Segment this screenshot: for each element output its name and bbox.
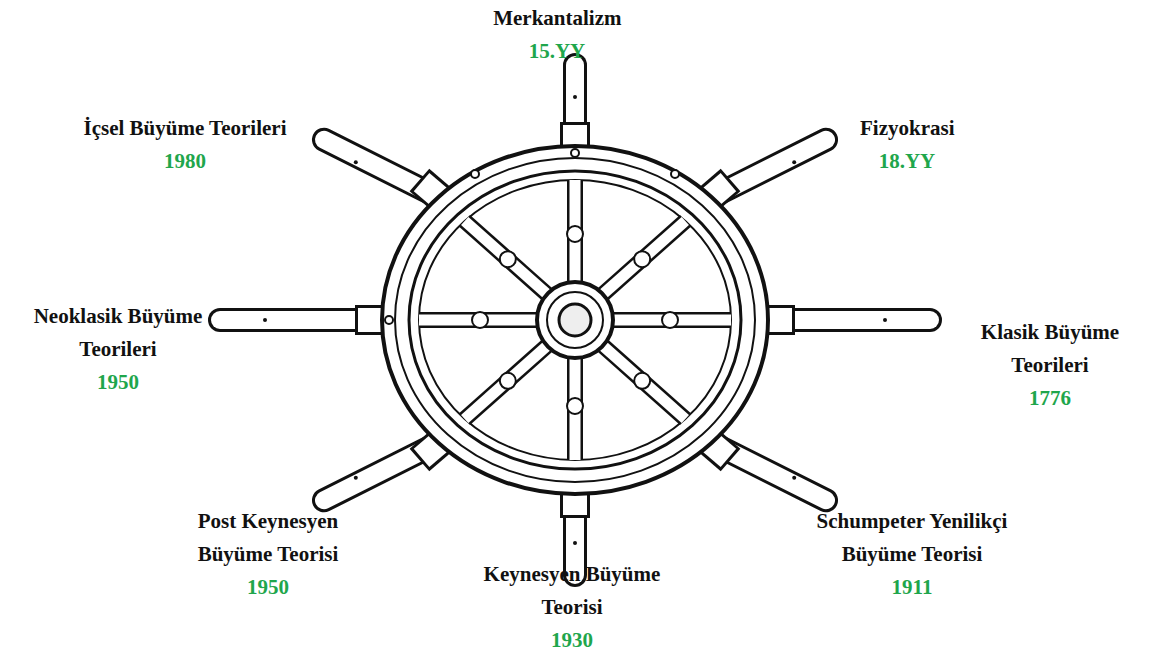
spoke-knob [567, 226, 583, 242]
theory-date: 1980 [164, 145, 206, 178]
wheel-spoke [567, 180, 583, 292]
theory-name: Post Keynesyen Büyüme Teorisi [176, 505, 361, 571]
theory-date: 1911 [892, 571, 933, 604]
wheel-handle [324, 442, 441, 501]
theory-date: 15.YY [529, 35, 586, 68]
theory-name: Schumpeter Yenilikçi Büyüme Teorisi [787, 505, 1037, 571]
wheel-spoke [465, 340, 554, 419]
wheel-handle [324, 442, 441, 501]
spoke-knob [567, 398, 583, 414]
wheel-spoke [596, 340, 685, 419]
rim-bolt [571, 149, 579, 157]
theory-name: Klasik Büyüme Teorileri [955, 316, 1145, 382]
wheel-spoke [465, 221, 554, 300]
wheel-handle [709, 442, 826, 501]
theory-date: 1950 [97, 366, 139, 399]
handle-ridge [354, 160, 358, 164]
wheel-hub [559, 304, 591, 336]
rim-bolt [671, 170, 679, 178]
wheel-handle [765, 311, 930, 329]
theory-name: Keynesyen Büyüme Teorisi [467, 558, 677, 624]
theory-name: İçsel Büyüme Teorileri [84, 112, 287, 145]
handle-ridge [573, 541, 577, 545]
wheel-hub [537, 282, 613, 358]
handle-ridge [263, 318, 267, 322]
wheel-handle [563, 65, 587, 148]
wheel-handle [220, 311, 385, 329]
wheel-inner-rim [419, 180, 731, 460]
rim-bolt [385, 316, 393, 324]
wheel-rim [395, 158, 755, 482]
wheel-handle [220, 308, 385, 332]
wheel-handle [324, 140, 441, 199]
wheel-handle [324, 140, 441, 199]
spoke-knob [500, 251, 516, 267]
wheel-spoke [465, 221, 554, 300]
wheel-spoke [596, 340, 685, 419]
rim-bolt [471, 170, 479, 178]
wheel-handle [765, 308, 930, 332]
theory-date: 18.YY [879, 145, 936, 178]
wheel-handle [709, 140, 826, 199]
wheel-spoke [596, 221, 685, 300]
wheel-spoke [419, 312, 545, 328]
wheel-spoke [465, 340, 554, 419]
wheel-rim [382, 146, 768, 494]
theory-date: 1950 [247, 571, 289, 604]
theory-date: 1776 [1029, 382, 1071, 415]
wheel-spoke [567, 348, 583, 460]
wheel-handle [709, 442, 826, 501]
wheel-rim [409, 171, 741, 469]
handle-ridge [354, 476, 358, 480]
wheel-spoke [605, 312, 731, 328]
handle-ridge [792, 476, 796, 480]
theory-date: 1930 [551, 624, 593, 657]
spoke-knob [662, 312, 678, 328]
wheel-spoke [596, 221, 685, 300]
spoke-knob [472, 312, 488, 328]
spoke-knob [634, 373, 650, 389]
theory-name: Fizyokrasi [860, 112, 955, 145]
spoke-knob [634, 251, 650, 267]
wheel-handle [566, 65, 584, 148]
handle-ridge [883, 318, 887, 322]
wheel-handle [709, 140, 826, 199]
spoke-knob [500, 373, 516, 389]
theory-name: Neoklasik Büyüme Teorileri [28, 300, 208, 366]
wheel-hub [547, 292, 603, 348]
handle-ridge [573, 95, 577, 99]
theory-name: Merkantalizm [493, 2, 622, 35]
handle-ridge [792, 160, 796, 164]
